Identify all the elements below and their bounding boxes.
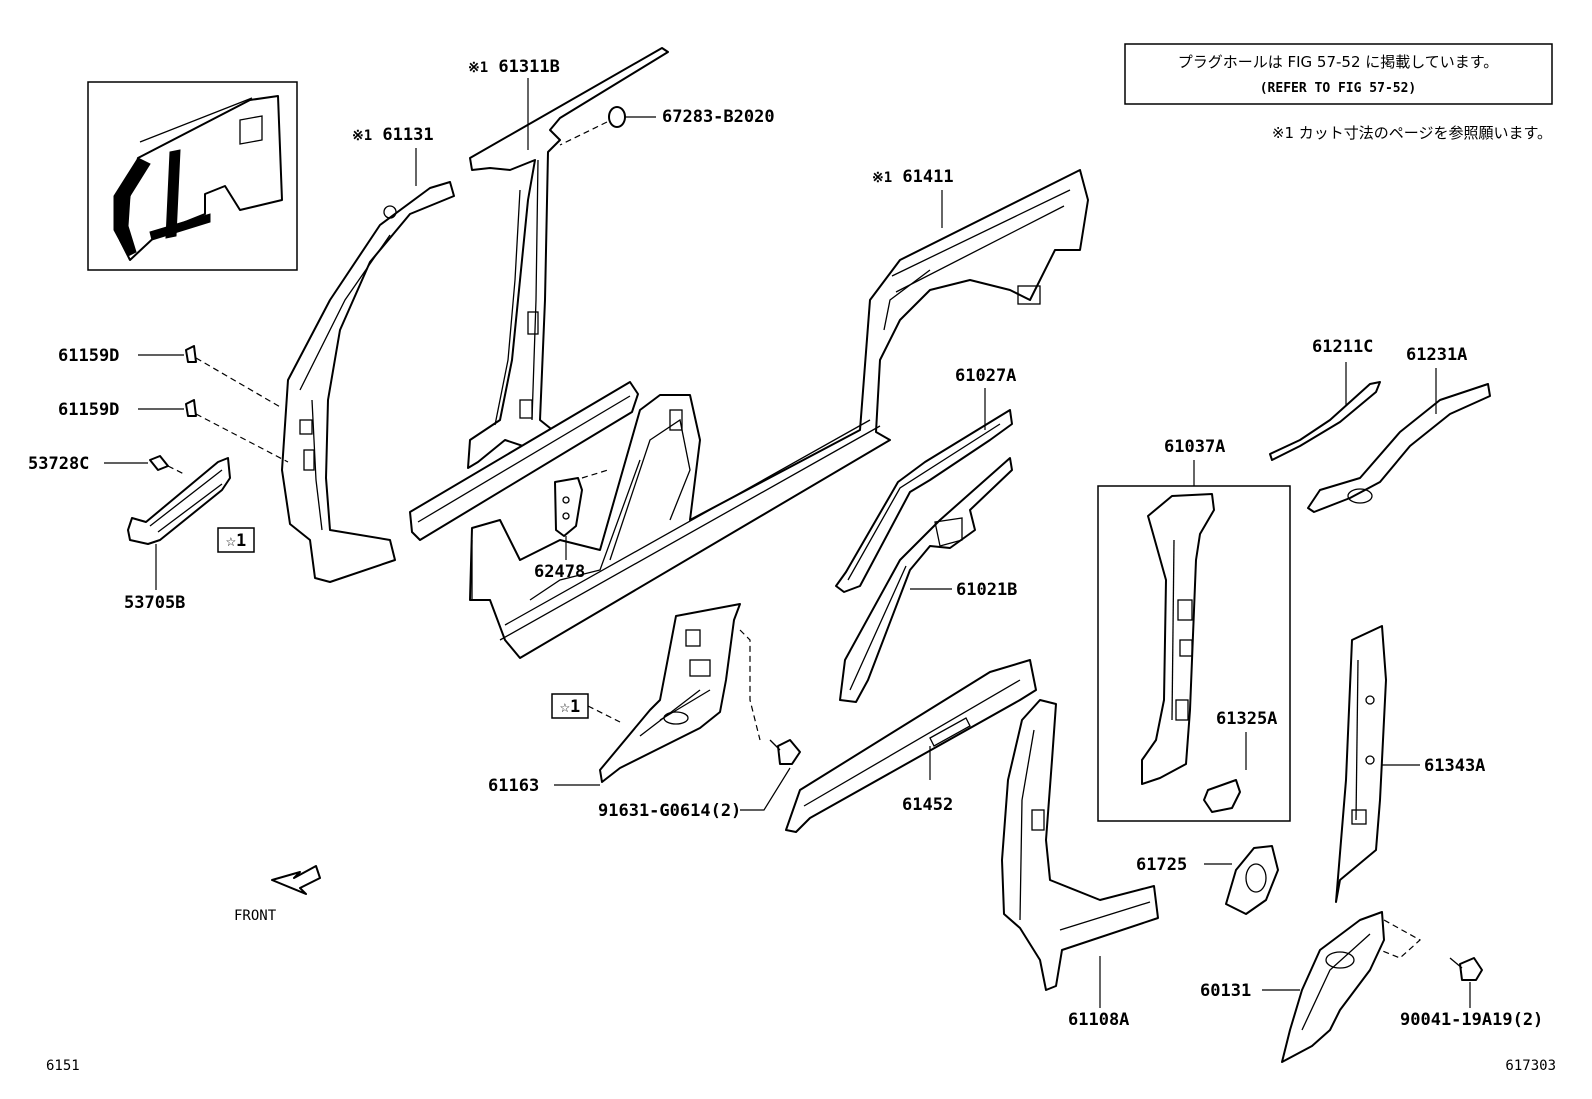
label-60131: 60131	[1200, 981, 1251, 1001]
label-61163: 61163	[488, 776, 539, 796]
label-61411: ※1 61411	[872, 167, 954, 187]
front-arrow-icon	[271, 865, 321, 895]
label-53728C: 53728C	[28, 454, 89, 474]
label-61725: 61725	[1136, 855, 1187, 875]
star-mark-1: ☆1	[226, 531, 246, 551]
part-53705B: 53705B ☆1	[124, 457, 255, 613]
part-61725: 61725	[1136, 845, 1279, 915]
front-direction-indicator: FRONT	[234, 865, 321, 924]
label-61021B: 61021B	[956, 580, 1017, 600]
notice-line-2: (REFER TO FIG 57-52)	[1260, 81, 1417, 96]
notice-line-1: プラグホールは FIG 57-52 に掲載しています。	[1178, 53, 1499, 71]
label-61027A: 61027A	[955, 366, 1016, 386]
label-61325A: 61325A	[1216, 709, 1277, 729]
figure-number-left: 6151	[46, 1058, 80, 1074]
part-62478: 62478	[534, 469, 609, 582]
label-61311B: ※1 61311B	[468, 57, 560, 77]
body-side-inset	[87, 81, 298, 271]
star-mark-2: ☆1	[560, 697, 580, 717]
label-61037A: 61037A	[1164, 437, 1225, 457]
notice-box: プラグホールは FIG 57-52 に掲載しています。 (REFER TO FI…	[1124, 43, 1553, 105]
part-61027A: 61027A	[835, 366, 1016, 593]
part-61343A: 61343A	[1335, 625, 1485, 903]
label-61108A: 61108A	[1068, 1010, 1129, 1030]
label-61211C: 61211C	[1312, 337, 1373, 357]
part-61037A: 61037A 61325A	[1097, 437, 1291, 822]
part-61108A: 61108A	[1001, 699, 1159, 1030]
part-61131: ※1 61131	[281, 125, 455, 583]
part-61211C: 61211C	[1269, 337, 1381, 461]
label-61159D-lower: 61159D	[58, 400, 119, 420]
front-label: FRONT	[234, 908, 277, 924]
part-61159D-lower: 61159D	[58, 399, 289, 463]
part-61231A: 61231A	[1307, 345, 1491, 513]
label-90041-19A19: 90041-19A19(2)	[1400, 1010, 1543, 1030]
label-61231A: 61231A	[1406, 345, 1467, 365]
cut-size-footnote: ※1 カット寸法のページを参照願います。	[1272, 124, 1552, 142]
part-61311B: ※1 61311B	[467, 47, 669, 469]
part-61021B: 61021B	[839, 457, 1017, 703]
label-62478: 62478	[534, 562, 585, 582]
part-61452: 61452	[785, 659, 1037, 833]
label-61343A: 61343A	[1424, 756, 1485, 776]
part-53728C: 53728C	[28, 454, 185, 475]
label-53705B: 53705B	[124, 593, 185, 613]
figure-number-right: 617303	[1505, 1058, 1556, 1074]
part-67283-B2020: 67283-B2020	[559, 106, 775, 146]
part-61411-quarter: ※1 61411	[469, 167, 1089, 659]
label-61159D-upper: 61159D	[58, 346, 119, 366]
part-61159D-upper: 61159D	[58, 345, 283, 409]
label-61131: ※1 61131	[352, 125, 434, 145]
label-91631-G0614: 91631-G0614(2)	[598, 801, 741, 821]
label-67283-B2020: 67283-B2020	[662, 107, 775, 127]
part-61163: 61163 ☆1	[488, 603, 761, 796]
label-61452: 61452	[902, 795, 953, 815]
part-60131: 60131	[1200, 911, 1422, 1063]
part-rocker-panel	[409, 381, 639, 541]
part-91631-G0614: 91631-G0614(2)	[598, 739, 801, 821]
part-90041-19A19: 90041-19A19(2)	[1400, 957, 1543, 1030]
